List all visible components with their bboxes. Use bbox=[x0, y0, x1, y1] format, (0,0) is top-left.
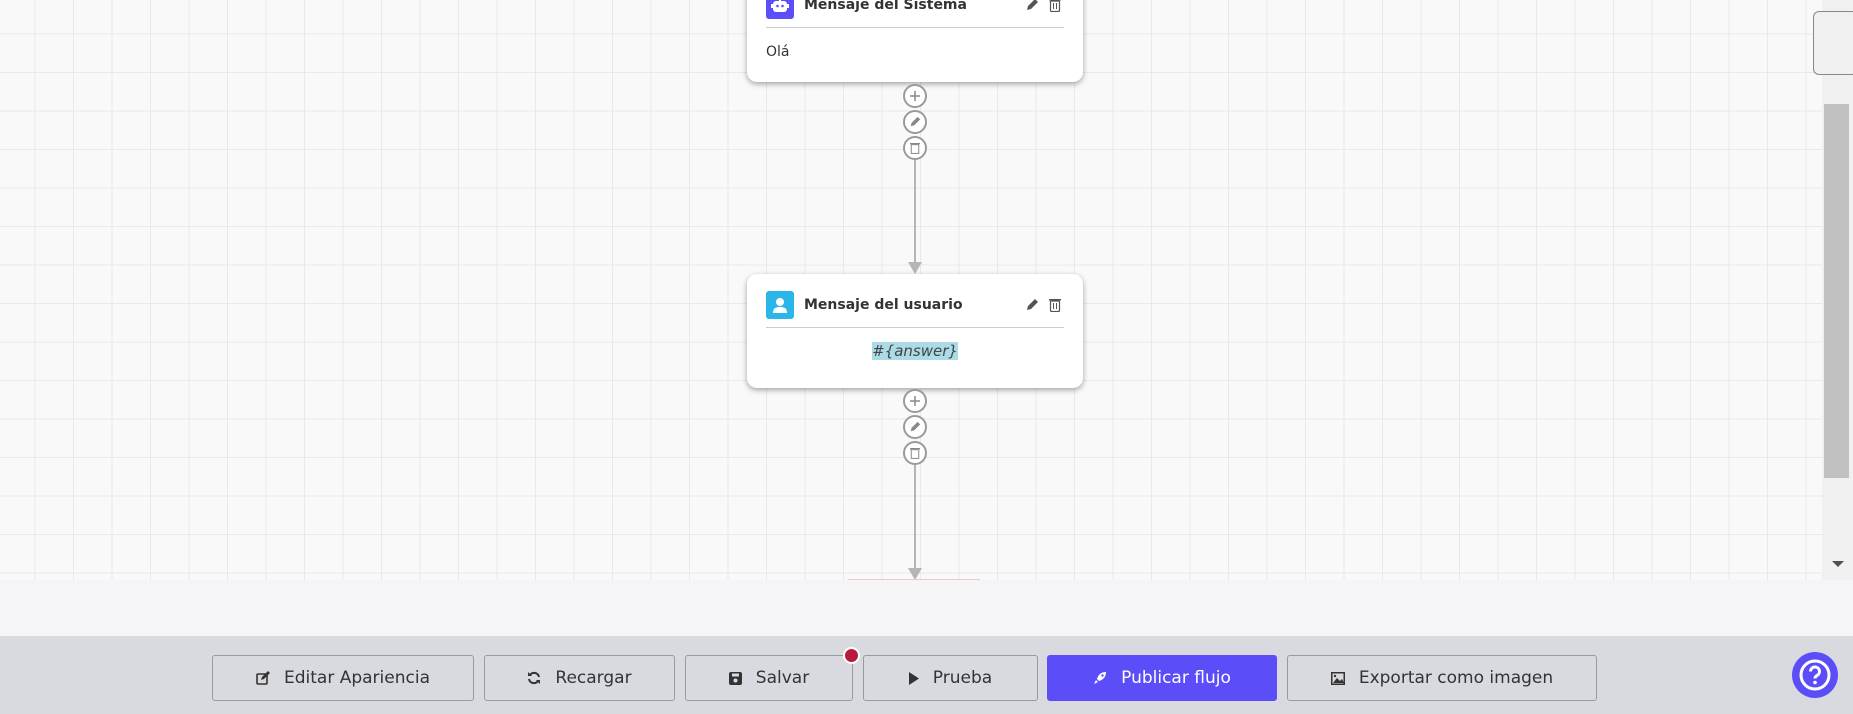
add-node-button[interactable] bbox=[903, 84, 927, 108]
node-system-message[interactable]: Mensaje del Sistema Olá bbox=[747, 0, 1083, 82]
reload-label: Recargar bbox=[555, 668, 632, 688]
node-content: #{answer} bbox=[872, 342, 958, 360]
node-title: Mensaje del Sistema bbox=[804, 0, 967, 13]
pencil-icon[interactable] bbox=[1023, 0, 1041, 14]
rocket-icon bbox=[1094, 672, 1107, 684]
refresh-icon bbox=[528, 671, 541, 685]
node-title: Mensaje del usuario bbox=[804, 296, 963, 313]
image-icon bbox=[1330, 671, 1345, 685]
edit-connection-button[interactable] bbox=[903, 415, 927, 439]
save-label: Salvar bbox=[755, 668, 810, 688]
delete-connection-button[interactable] bbox=[903, 136, 927, 160]
next-node-edge bbox=[848, 579, 980, 580]
node-header: Mensaje del usuario bbox=[766, 282, 1064, 328]
connector-line bbox=[914, 160, 916, 262]
publish-flow-button[interactable]: Publicar flujo bbox=[1047, 655, 1277, 701]
save-button[interactable]: Salvar bbox=[685, 655, 853, 701]
flow-canvas[interactable]: Mensaje del Sistema Olá Mensaje del usua… bbox=[0, 0, 1822, 580]
publish-flow-label: Publicar flujo bbox=[1121, 668, 1231, 688]
unsaved-changes-indicator bbox=[843, 647, 860, 664]
robot-icon bbox=[766, 0, 794, 19]
node-user-message[interactable]: Mensaje del usuario #{answer} bbox=[747, 274, 1083, 388]
scrollbar-thumb[interactable] bbox=[1824, 104, 1849, 478]
node-header: Mensaje del Sistema bbox=[766, 0, 1064, 28]
pencil-icon[interactable] bbox=[1023, 296, 1041, 314]
help-button[interactable] bbox=[1792, 652, 1838, 698]
delete-connection-button[interactable] bbox=[903, 441, 927, 465]
play-icon bbox=[908, 671, 919, 685]
connector-arrow bbox=[908, 568, 922, 580]
export-image-button[interactable]: Exportar como imagen bbox=[1287, 655, 1597, 701]
edit-icon bbox=[256, 671, 270, 685]
reload-button[interactable]: Recargar bbox=[484, 655, 675, 701]
vertical-scrollbar[interactable] bbox=[1822, 0, 1853, 580]
user-icon bbox=[766, 290, 794, 319]
export-image-label: Exportar como imagen bbox=[1358, 668, 1554, 688]
test-label: Prueba bbox=[932, 668, 993, 688]
test-button[interactable]: Prueba bbox=[863, 655, 1038, 701]
connector-line bbox=[914, 465, 916, 569]
save-icon bbox=[728, 671, 742, 685]
edit-appearance-label: Editar Apariencia bbox=[283, 668, 430, 688]
connector-arrow bbox=[908, 262, 922, 274]
node-content: Olá bbox=[766, 44, 790, 60]
scroll-down-arrow-icon[interactable] bbox=[1832, 561, 1844, 567]
edit-connection-button[interactable] bbox=[903, 110, 927, 134]
question-icon bbox=[1799, 659, 1831, 691]
trash-icon[interactable] bbox=[1046, 0, 1064, 14]
minimap-panel[interactable] bbox=[1813, 11, 1853, 75]
edit-appearance-button[interactable]: Editar Apariencia bbox=[212, 655, 474, 701]
add-node-button[interactable] bbox=[903, 389, 927, 413]
trash-icon[interactable] bbox=[1046, 296, 1064, 314]
